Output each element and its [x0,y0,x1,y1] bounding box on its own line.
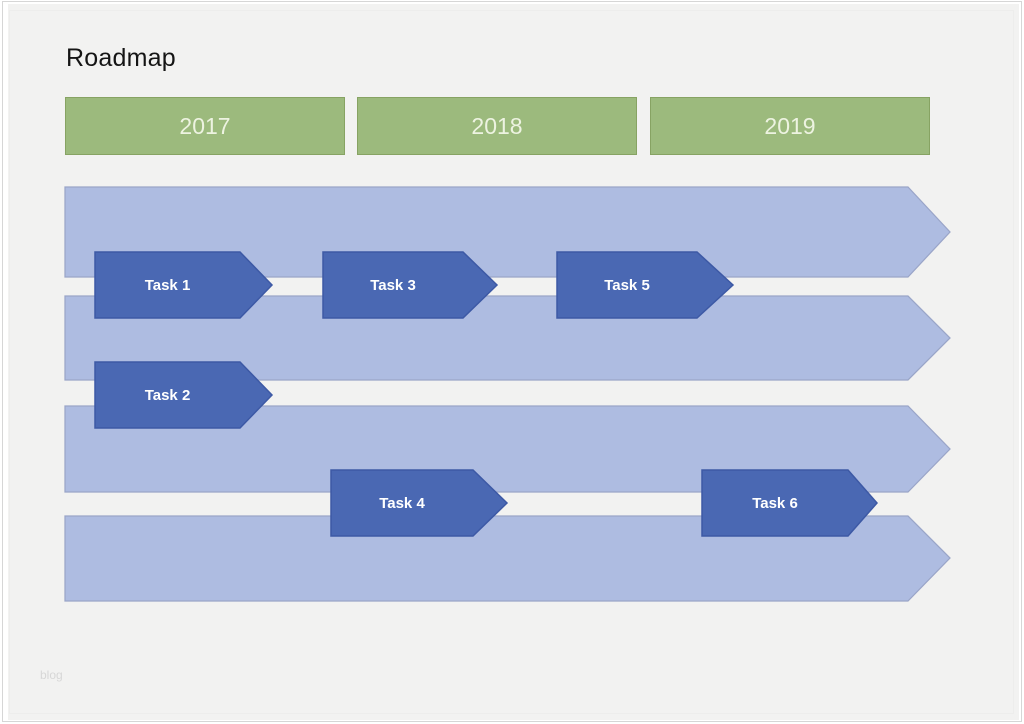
timeline-band-1 [64,186,951,278]
year-bar-2018: 2018 [357,97,637,155]
page-title: Roadmap [66,44,176,72]
watermark: blog [40,668,63,682]
task-3-arrow [322,251,499,319]
year-bar-2019: 2019 [650,97,930,155]
task-6-arrow [701,469,878,537]
task-1-arrow [94,251,274,319]
task-4-arrow [330,469,509,537]
task-2-arrow [94,361,274,429]
task-5-arrow [556,251,735,319]
year-bar-2017: 2017 [65,97,345,155]
timeline-band-2 [64,295,951,381]
